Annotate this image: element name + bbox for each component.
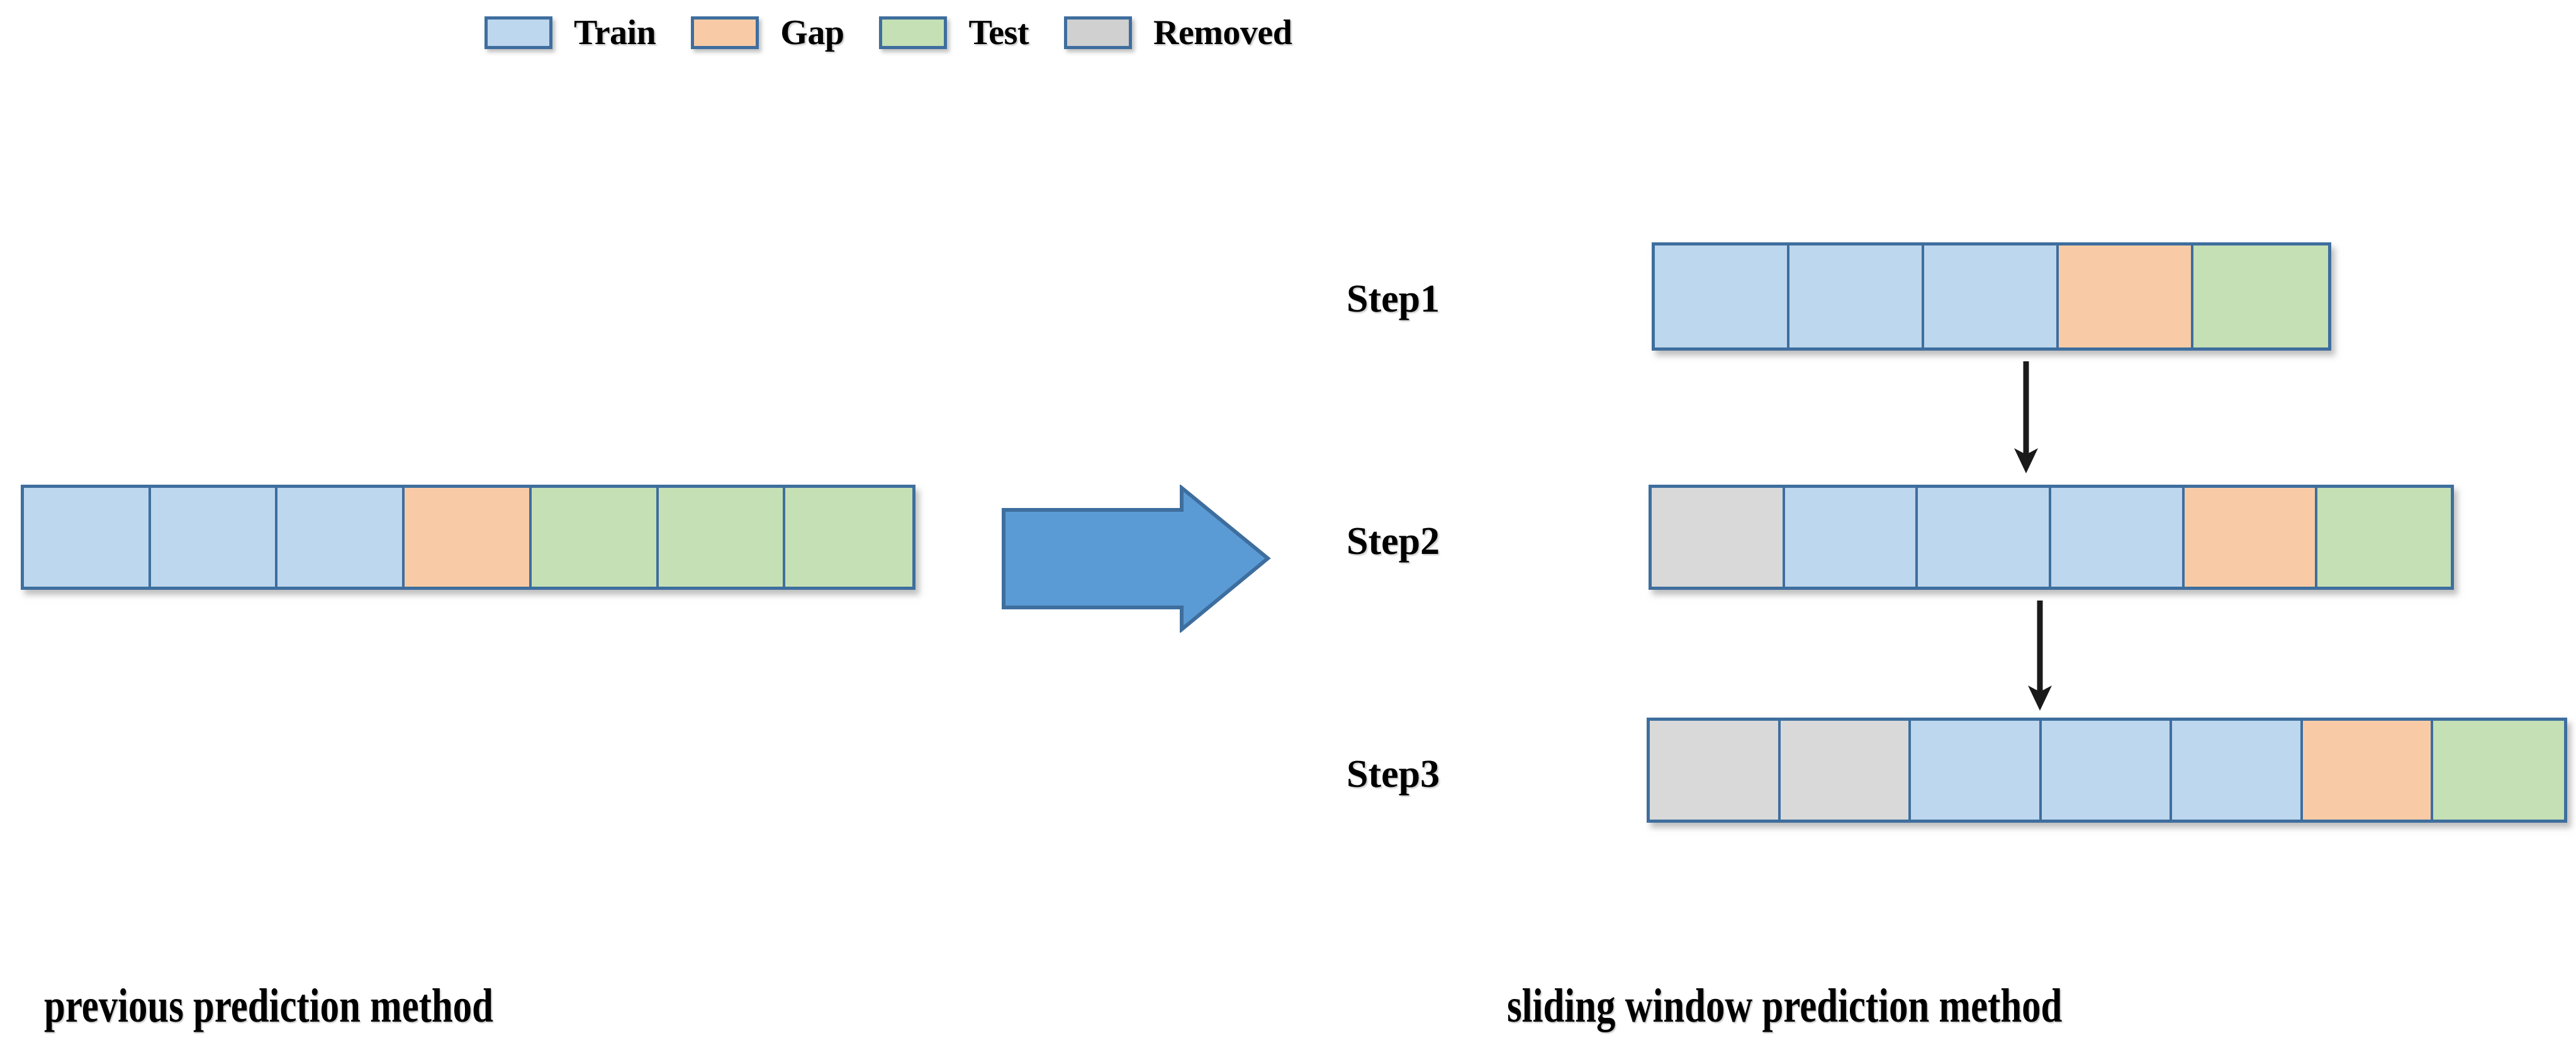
bar-cell-test (785, 488, 912, 587)
bar-cell-test (2433, 721, 2564, 820)
bar-cell-train (1924, 245, 2059, 347)
bar-cell-gap (2184, 488, 2318, 587)
step2-to-step3-arrow (2028, 601, 2052, 711)
step1-bar (1652, 242, 2331, 351)
legend-item-gap: Gap (691, 13, 879, 53)
bar-cell-train (277, 488, 405, 587)
bar-cell-gap (405, 488, 532, 587)
bar-cell-train (1911, 721, 2042, 820)
bar-cell-train (24, 488, 151, 587)
bar-cell-train (1784, 488, 1918, 587)
previous-method-bar (21, 485, 916, 590)
bar-cell-train (1789, 245, 1924, 347)
right-caption: sliding window prediction method (1507, 979, 2063, 1032)
legend-label-removed: Removed (1153, 13, 1292, 52)
legend-swatch-test (879, 16, 948, 49)
step1-label: Step1 (1347, 278, 1440, 320)
bar-cell-train (2051, 488, 2185, 587)
bar-cell-train (1655, 245, 1789, 347)
legend: Train Gap Test Removed (484, 8, 1292, 58)
legend-item-removed: Removed (1063, 13, 1292, 53)
bar-cell-gap (2302, 721, 2434, 820)
legend-label-gap: Gap (780, 13, 844, 52)
bar-cell-train (1918, 488, 2051, 587)
legend-swatch-removed (1063, 16, 1132, 49)
bar-cell-train (2172, 721, 2303, 820)
big-right-arrow (1002, 485, 1271, 633)
step1-to-step2-arrow (2014, 361, 2038, 473)
bar-cell-removed (1780, 721, 1912, 820)
left-caption: previous prediction method (44, 979, 493, 1032)
legend-item-train: Train (484, 13, 691, 53)
bar-cell-test (2193, 245, 2328, 347)
bar-cell-gap (2059, 245, 2193, 347)
legend-item-test: Test (879, 13, 1064, 53)
bar-cell-removed (1652, 488, 1785, 587)
step2-label: Step2 (1347, 520, 1440, 563)
bar-cell-train (2041, 721, 2173, 820)
bar-cell-test (531, 488, 659, 587)
legend-label-train: Train (574, 13, 656, 52)
bar-cell-test (2317, 488, 2451, 587)
step2-bar (1649, 485, 2454, 590)
bar-cell-test (658, 488, 786, 587)
step3-bar (1647, 718, 2567, 823)
step3-label: Step3 (1347, 753, 1440, 796)
bar-cell-removed (1650, 721, 1781, 820)
legend-label-test: Test (968, 13, 1029, 52)
legend-swatch-train (484, 16, 552, 49)
legend-swatch-gap (691, 16, 759, 49)
bar-cell-train (150, 488, 278, 587)
